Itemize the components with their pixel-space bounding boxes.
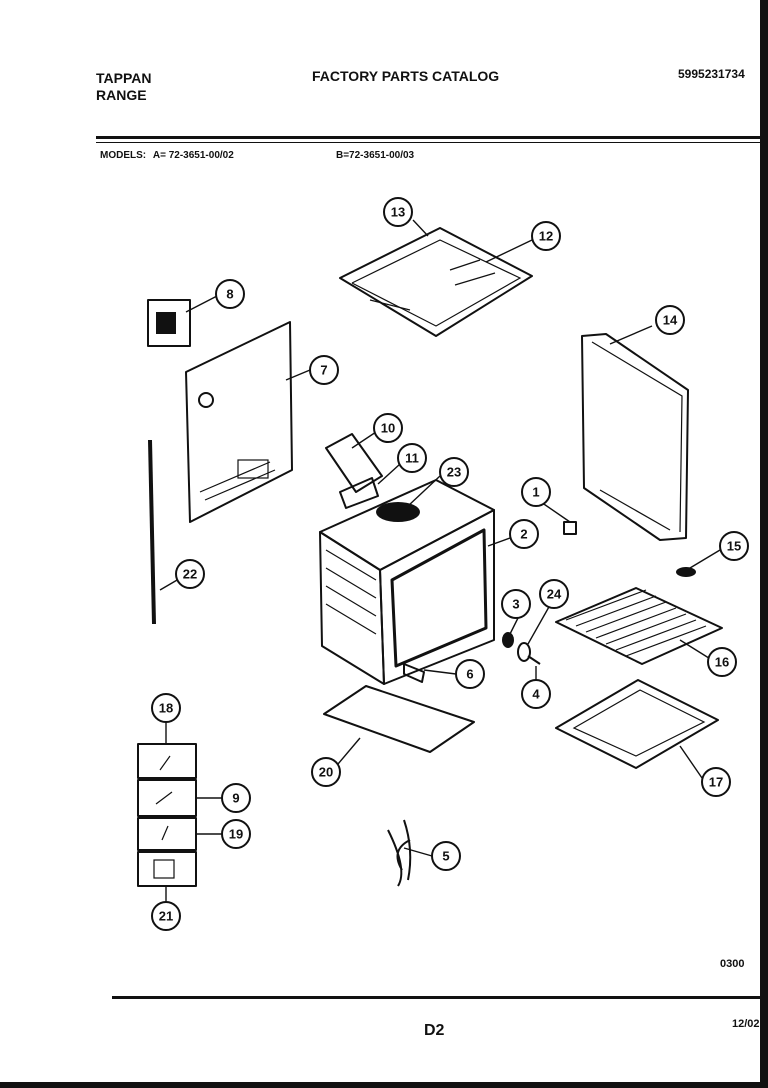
bracket-6-part <box>403 663 425 683</box>
callout-15: 15 <box>719 531 749 561</box>
callout-11-label: 11 <box>405 451 419 466</box>
door-panel-part <box>581 333 689 541</box>
bottom-scan-border <box>0 1082 768 1088</box>
callout-2-label: 2 <box>520 527 527 542</box>
callout-24: 24 <box>539 579 569 609</box>
top-panel-part <box>339 227 533 337</box>
callout-5: 5 <box>431 841 461 871</box>
header-rule-thin <box>96 142 760 143</box>
callout-17: 17 <box>701 767 731 797</box>
catalog-title: FACTORY PARTS CATALOG <box>312 68 500 84</box>
footer-rule <box>112 996 760 999</box>
callout-21-label: 21 <box>159 909 173 924</box>
callout-9-label: 9 <box>232 791 239 806</box>
callout-19: 19 <box>221 819 251 849</box>
callout-20: 20 <box>311 757 341 787</box>
callout-8-label: 8 <box>226 287 233 302</box>
clip-part <box>563 521 577 535</box>
callout-10: 10 <box>373 413 403 443</box>
callout-13-label: 13 <box>391 205 405 220</box>
leader-lines <box>159 219 721 902</box>
revision-date: 12/02 <box>732 1018 760 1030</box>
callout-14-label: 14 <box>663 313 678 328</box>
header-rule <box>96 136 760 139</box>
callout-2: 2 <box>509 519 539 549</box>
callout-19-label: 19 <box>229 827 243 842</box>
callout-6-label: 6 <box>466 667 473 682</box>
callout-4: 4 <box>521 679 551 709</box>
right-scan-border <box>760 0 768 1088</box>
callout-8: 8 <box>215 279 245 309</box>
parts-box-stack <box>137 743 197 887</box>
oven-rack-part <box>555 587 723 665</box>
callout-5-label: 5 <box>442 849 449 864</box>
brand-label: TAPPAN <box>96 70 152 86</box>
callout-21: 21 <box>151 901 181 931</box>
callout-20-label: 20 <box>319 765 333 780</box>
callout-22-label: 22 <box>183 567 197 582</box>
figure-code: 0300 <box>720 958 745 970</box>
callout-22: 22 <box>175 559 205 589</box>
broiler-pan-part <box>555 679 719 769</box>
model-a: A= 72-3651-00/02 <box>152 150 234 161</box>
callout-18-label: 18 <box>159 701 173 716</box>
callout-16: 16 <box>707 647 737 677</box>
callout-11: 11 <box>397 443 427 473</box>
knob-part <box>676 567 696 577</box>
bottom-panel-part <box>323 685 475 753</box>
callout-9: 9 <box>221 783 251 813</box>
callout-23-label: 23 <box>447 465 461 480</box>
model-b: B=72-3651-00/03 <box>336 150 415 161</box>
callout-16-label: 16 <box>715 655 729 670</box>
callout-17-label: 17 <box>709 775 723 790</box>
spring-part <box>387 819 412 887</box>
callout-14: 14 <box>655 305 685 335</box>
back-panel-part <box>185 321 293 523</box>
models-label: MODELS: <box>100 150 147 161</box>
page-number: D2 <box>424 1022 445 1039</box>
callout-24-label: 24 <box>547 587 562 602</box>
callout-7: 7 <box>309 355 339 385</box>
callout-3-label: 3 <box>512 597 519 612</box>
callout-13: 13 <box>383 197 413 227</box>
small-hardware-part <box>502 632 541 665</box>
callout-12-label: 12 <box>539 229 553 244</box>
callout-1-label: 1 <box>532 485 539 500</box>
callout-18: 18 <box>151 693 181 723</box>
callout-7-label: 7 <box>320 363 327 378</box>
bracket-part <box>147 299 191 347</box>
callout-6: 6 <box>455 659 485 689</box>
callout-15-label: 15 <box>727 539 741 554</box>
callout-12: 12 <box>531 221 561 251</box>
callout-1: 1 <box>521 477 551 507</box>
trim-strip-part <box>148 439 156 625</box>
product-label: RANGE <box>96 87 147 103</box>
callout-3: 3 <box>501 589 531 619</box>
vent-duct-part <box>325 433 420 522</box>
oven-cavity-part <box>319 479 495 685</box>
callout-4-label: 4 <box>532 687 540 702</box>
callout-10-label: 10 <box>381 421 395 436</box>
catalog-number: 5995231734 <box>678 67 745 81</box>
callout-23: 23 <box>439 457 469 487</box>
